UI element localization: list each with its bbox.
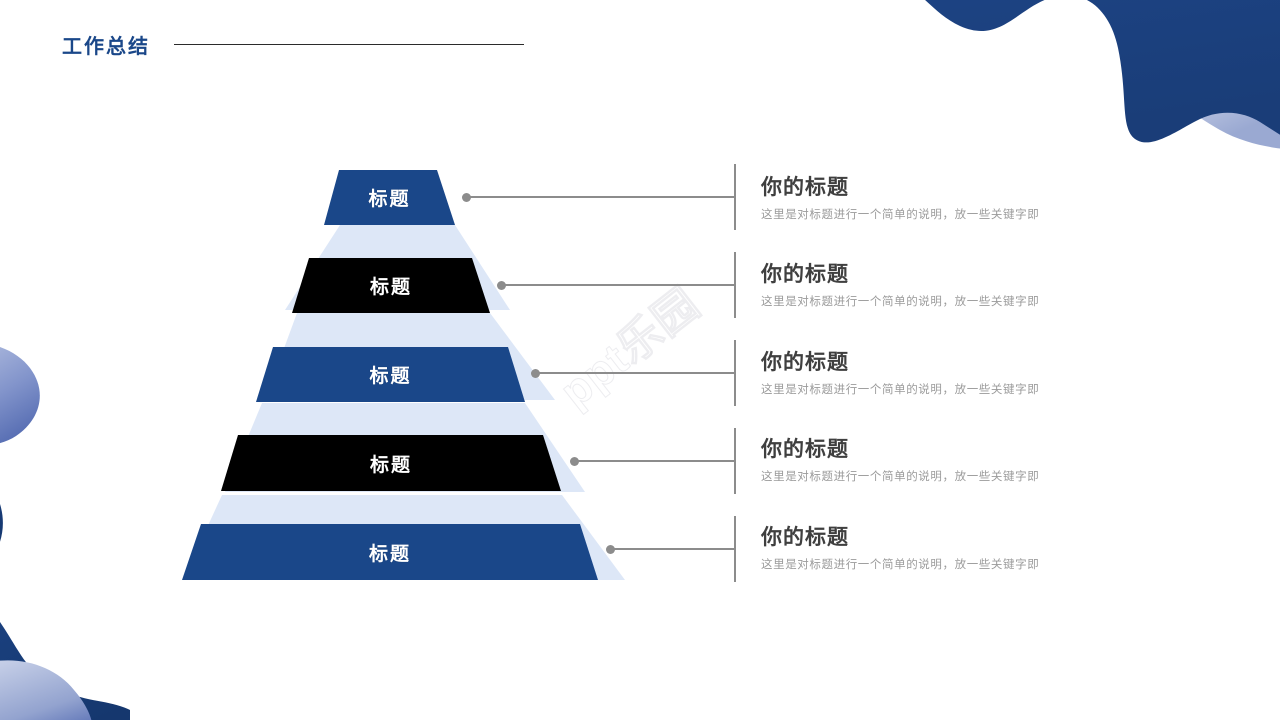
pyramid-tier-1[interactable]	[324, 170, 455, 225]
connector-2	[497, 252, 737, 318]
callout-5-title: 你的标题	[761, 526, 849, 549]
connector-3	[531, 340, 737, 406]
callout-4-desc: 这里是对标题进行一个简单的说明，放一些关键字即	[761, 471, 1040, 484]
connector-5-line	[611, 548, 735, 550]
callout-2-title: 你的标题	[761, 263, 849, 286]
pyramid-tier-2-label-wrap[interactable]: 标题	[292, 258, 490, 313]
pyramid-tier-1-label-wrap[interactable]: 标题	[324, 170, 455, 225]
callout-5: 你的标题 这里是对标题进行一个简单的说明，放一些关键字即	[761, 525, 1091, 574]
connector-4	[570, 428, 737, 494]
pyramid-tier-2-label: 标题	[369, 277, 412, 298]
callout-1: 你的标题 这里是对标题进行一个简单的说明，放一些关键字即	[761, 175, 1091, 224]
pyramid-tier-1-label: 标题	[368, 189, 411, 210]
connector-5-tick	[734, 516, 736, 582]
pyramid-tier-5-label: 标题	[368, 543, 411, 565]
connector-1-dot	[462, 192, 471, 202]
page-title: 工作总结	[62, 36, 150, 58]
connector-3-line	[536, 372, 735, 374]
callout-2: 你的标题 这里是对标题进行一个简单的说明，放一些关键字即	[761, 262, 1091, 311]
callout-4-title: 你的标题	[761, 438, 849, 461]
pyramid-tier-5-label-wrap[interactable]: 标题	[182, 524, 598, 580]
callout-1-desc: 这里是对标题进行一个简单的说明，放一些关键字即	[761, 209, 1040, 222]
callout-3-title: 你的标题	[761, 351, 849, 374]
callout-5-desc: 这里是对标题进行一个简单的说明，放一些关键字即	[761, 559, 1040, 572]
callout-1-title: 你的标题	[761, 176, 849, 199]
pyramid-tier-4[interactable]	[221, 435, 561, 491]
connector-3-tick	[734, 340, 736, 406]
pyramid-tier-4-label-wrap[interactable]: 标题	[221, 435, 561, 491]
connector-4-dot	[570, 456, 579, 466]
slide-header: 工作总结	[62, 30, 524, 59]
connector-1-line	[467, 196, 735, 198]
callout-3: 你的标题 这里是对标题进行一个简单的说明，放一些关键字即	[761, 350, 1091, 399]
connector-1	[462, 164, 737, 230]
connector-4-tick	[734, 428, 736, 494]
pyramid-tier-4-label: 标题	[369, 454, 412, 476]
pyramid-tier-3-label-wrap[interactable]: 标题	[256, 347, 525, 402]
connector-2-dot	[497, 280, 506, 290]
connector-1-tick	[734, 164, 736, 230]
pyramid-tier-3[interactable]	[256, 347, 525, 402]
callout-2-desc: 这里是对标题进行一个简单的说明，放一些关键字即	[761, 296, 1040, 309]
callout-3-desc: 这里是对标题进行一个简单的说明，放一些关键字即	[761, 384, 1040, 397]
connector-5	[606, 516, 737, 582]
pyramid-tier-2[interactable]	[292, 258, 490, 313]
callout-4: 你的标题 这里是对标题进行一个简单的说明，放一些关键字即	[761, 437, 1091, 486]
pyramid-tier-3-label: 标题	[369, 366, 412, 387]
connector-3-dot	[531, 368, 540, 378]
connector-2-line	[502, 284, 735, 286]
connector-5-dot	[606, 544, 615, 554]
connector-2-tick	[734, 252, 736, 318]
header-divider	[174, 44, 524, 45]
connector-4-line	[575, 460, 735, 462]
pyramid-tier-5[interactable]	[182, 524, 598, 580]
